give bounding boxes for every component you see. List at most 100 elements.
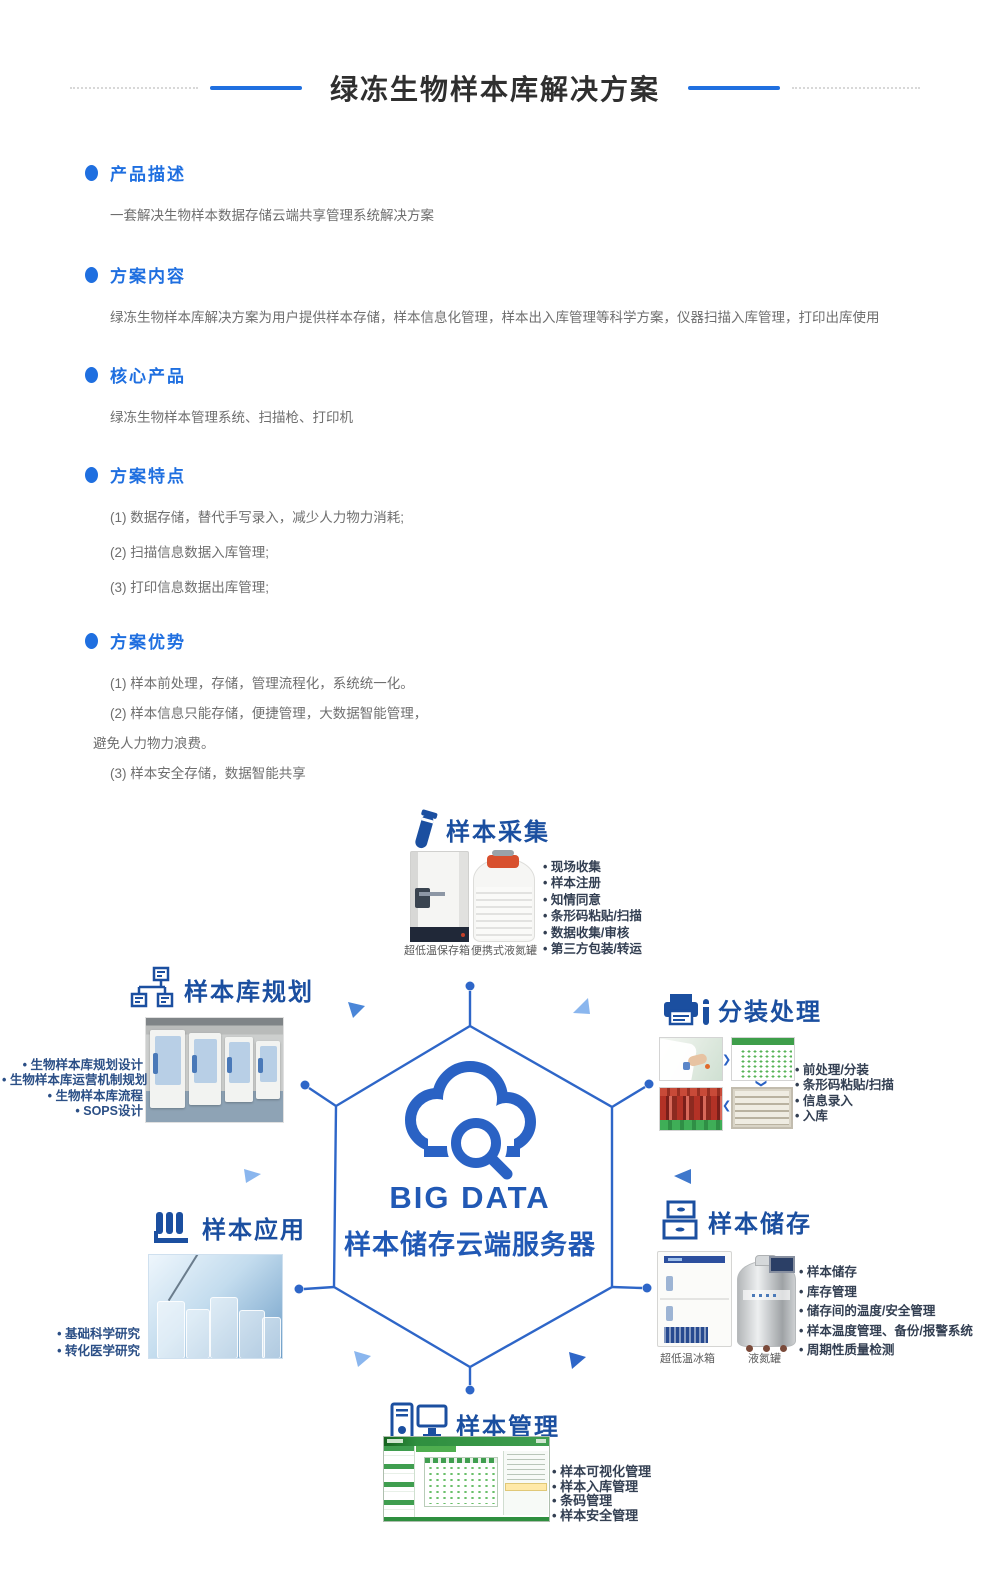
list-item: 条形码粘贴/扫描	[795, 1078, 894, 1093]
list-item: 生物样本库规划设计	[2, 1058, 143, 1073]
list-item: 知情同意	[543, 892, 642, 908]
equipment-caption: 超低温冰箱	[660, 1353, 715, 1365]
arrow-right-icon: ❯	[722, 1054, 732, 1066]
body-line: (3) 样本安全存储，数据智能共享	[110, 766, 306, 781]
section-heading-row: 方案特点	[85, 462, 965, 487]
hexagon-network-graphic	[244, 981, 691, 1395]
bullet-dot-icon	[85, 164, 98, 181]
ultra-low-fridge-image	[657, 1251, 732, 1347]
section-heading-row: 方案优势	[85, 628, 965, 653]
list-item: 周期性质量检测	[799, 1341, 973, 1361]
list-item: 条码管理	[552, 1494, 651, 1509]
body-line: 一套解决生物样本数据存储云端共享管理系统解决方案	[110, 208, 434, 223]
equipment-caption: 液氮罐	[748, 1353, 781, 1365]
collect-bullet-list: 现场收集 样本注册 知情同意 条形码粘贴/扫描 数据收集/审核 第三方包装/转运	[543, 859, 642, 957]
nitrogen-tank-image	[737, 1255, 796, 1352]
node-packaging-header: 分装处理	[662, 992, 822, 1027]
arrow-down-icon: ❯	[755, 1078, 768, 1089]
body-line: 绿冻生物样本库解决方案为用户提供样本存储，样本信息化管理，样本出入库管理等科学方…	[110, 310, 880, 325]
node-storage-header: 样本储存	[662, 1200, 812, 1242]
body-line: (2) 扫描信息数据入库管理;	[110, 545, 270, 560]
list-item: 第三方包装/转运	[543, 941, 642, 957]
header-dashed-line-right	[792, 87, 921, 89]
section-heading-row: 产品描述	[85, 160, 965, 185]
bullet-dot-icon	[85, 366, 98, 383]
big-data-label: BIG DATA	[389, 1180, 551, 1215]
bullet-dot-icon	[85, 466, 98, 483]
packaging-bullet-list: 前处理/分装 条形码粘贴/扫描 信息录入 入库	[795, 1063, 894, 1125]
list-item: 入库	[795, 1109, 894, 1124]
hexagon-outline	[303, 991, 646, 1385]
list-item: 基础科学研究	[30, 1326, 140, 1343]
cloud-server-label: 样本储存云端服务器	[344, 1230, 596, 1260]
section-body: 一套解决生物样本数据存储云端共享管理系统解决方案	[110, 208, 965, 223]
freezer-rack-image	[731, 1087, 793, 1129]
sample-management-software-image	[383, 1436, 550, 1522]
beakers-icon	[154, 1211, 188, 1243]
section-solution-features: 方案特点 (1) 数据存储，替代手写录入，减少人力物力消耗; (2) 扫描信息数…	[85, 462, 965, 615]
section-heading-row: 核心产品	[85, 362, 965, 387]
section-solution-content: 方案内容 绿冻生物样本库解决方案为用户提供样本存储，样本信息化管理，样本出入库管…	[85, 262, 965, 325]
planning-bullet-list: 生物样本库规划设计 生物样本库运营机制规划 生物样本库流程 SOPS设计	[2, 1058, 148, 1119]
list-item: 样本储存	[799, 1263, 973, 1283]
section-body: 绿冻生物样本库解决方案为用户提供样本存储，样本信息化管理，样本出入库管理等科学方…	[110, 310, 965, 325]
node-title: 样本库规划	[184, 978, 314, 1006]
page-title: 绿冻生物样本库解决方案	[330, 74, 661, 105]
section-title: 核心产品	[110, 367, 186, 386]
list-item: 数据收集/审核	[543, 925, 642, 941]
section-body: 绿冻生物样本管理系统、扫描枪、打印机	[110, 410, 965, 425]
list-item: 样本可视化管理	[552, 1464, 651, 1480]
section-body: (1) 样本前处理，存储，管理流程化，系统统一化。 (2) 样本信息只能存储，便…	[93, 676, 965, 781]
header-dashed-line-left	[70, 87, 198, 89]
application-bullet-list: 基础科学研究 转化医学研究	[30, 1326, 140, 1360]
section-title: 产品描述	[110, 165, 186, 184]
equipment-caption: 便携式液氮罐	[471, 945, 537, 957]
blood-tubes-image	[659, 1087, 723, 1131]
arrow-left-icon: ❮	[722, 1100, 732, 1112]
section-title: 方案优势	[110, 633, 186, 652]
drawers-icon	[662, 1200, 698, 1240]
list-item: 前处理/分装	[795, 1063, 894, 1078]
bullet-dot-icon	[85, 632, 98, 649]
management-bullet-list: 样本可视化管理 样本入库管理 条码管理 样本安全管理	[552, 1464, 651, 1524]
list-item: SOPS设计	[2, 1104, 143, 1119]
page-header: 绿冻生物样本库解决方案	[70, 68, 921, 108]
section-title: 方案特点	[110, 467, 186, 486]
biobank-freezer-room-image	[145, 1017, 284, 1123]
flow-arrow-triangles	[244, 998, 691, 1369]
header-accent-line-right	[688, 86, 781, 90]
research-beakers-image	[148, 1254, 283, 1359]
list-item: 样本入库管理	[552, 1479, 651, 1495]
node-title: 样本采集	[446, 818, 550, 846]
node-title: 样本储存	[708, 1210, 812, 1238]
list-item: 样本安全管理	[552, 1508, 651, 1524]
list-item: 转化医学研究	[30, 1343, 140, 1360]
list-item: 生物样本库运营机制规划	[2, 1073, 148, 1088]
big-data-cloud-icon	[405, 1061, 536, 1185]
equipment-caption: 超低温保存箱	[404, 945, 470, 957]
list-item: 样本注册	[543, 875, 642, 891]
body-line: (3) 打印信息数据出库管理;	[110, 580, 270, 595]
list-item: 库存管理	[799, 1283, 973, 1303]
body-line: (1) 数据存储，替代手写录入，减少人力物力消耗;	[110, 510, 405, 525]
storage-bullet-list: 样本储存 库存管理 储存间的温度/安全管理 样本温度管理、备份/报警系统 周期性…	[799, 1263, 973, 1361]
bullet-dot-icon	[85, 266, 98, 283]
node-planning-header: 样本库规划	[130, 966, 314, 1012]
software-plate-image	[731, 1037, 795, 1081]
section-solution-advantages: 方案优势 (1) 样本前处理，存储，管理流程化，系统统一化。 (2) 样本信息只…	[85, 628, 965, 796]
node-title: 样本应用	[202, 1217, 306, 1244]
section-core-products: 核心产品 绿冻生物样本管理系统、扫描枪、打印机	[85, 362, 965, 425]
body-line: 避免人力物力浪费。	[93, 736, 215, 751]
list-item: 生物样本库流程	[2, 1089, 143, 1104]
portable-nitrogen-tank-image	[473, 850, 535, 942]
lab-handling-image	[659, 1037, 723, 1081]
connector-dots	[294, 981, 654, 1395]
list-item: 样本温度管理、备份/报警系统	[799, 1322, 973, 1342]
body-line: (1) 样本前处理，存储，管理流程化，系统统一化。	[110, 676, 414, 691]
list-item: 储存间的温度/安全管理	[799, 1302, 973, 1322]
node-collect-header: 样本采集	[408, 806, 550, 852]
body-line: (2) 样本信息只能存储，便捷管理，大数据智能管理，	[110, 706, 428, 721]
printer-icon	[664, 993, 709, 1025]
list-item: 信息录入	[795, 1094, 894, 1109]
node-title: 分装处理	[718, 999, 822, 1026]
